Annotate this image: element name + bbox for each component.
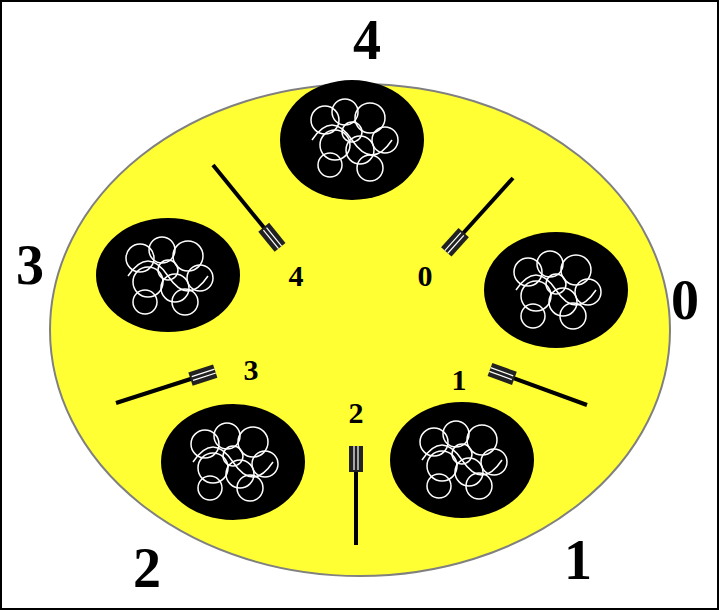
fork-number: 4 [289, 261, 304, 291]
fork [349, 446, 363, 545]
philosopher-number: 4 [353, 12, 381, 68]
fork [116, 364, 217, 403]
plate [96, 218, 240, 332]
philosopher-number: 0 [671, 272, 699, 328]
fork-number: 0 [418, 261, 433, 291]
plate [280, 80, 424, 200]
plate [484, 232, 628, 348]
fork-number: 1 [452, 365, 467, 395]
fork-number: 2 [349, 398, 364, 428]
philosopher-number: 2 [133, 540, 161, 596]
fork [213, 165, 286, 252]
fork-number: 3 [244, 355, 259, 385]
fork [441, 178, 513, 257]
plate [390, 402, 534, 518]
philosopher-number: 1 [564, 532, 592, 588]
plate [161, 404, 305, 520]
fork [488, 363, 587, 405]
philosopher-number: 3 [16, 237, 44, 293]
